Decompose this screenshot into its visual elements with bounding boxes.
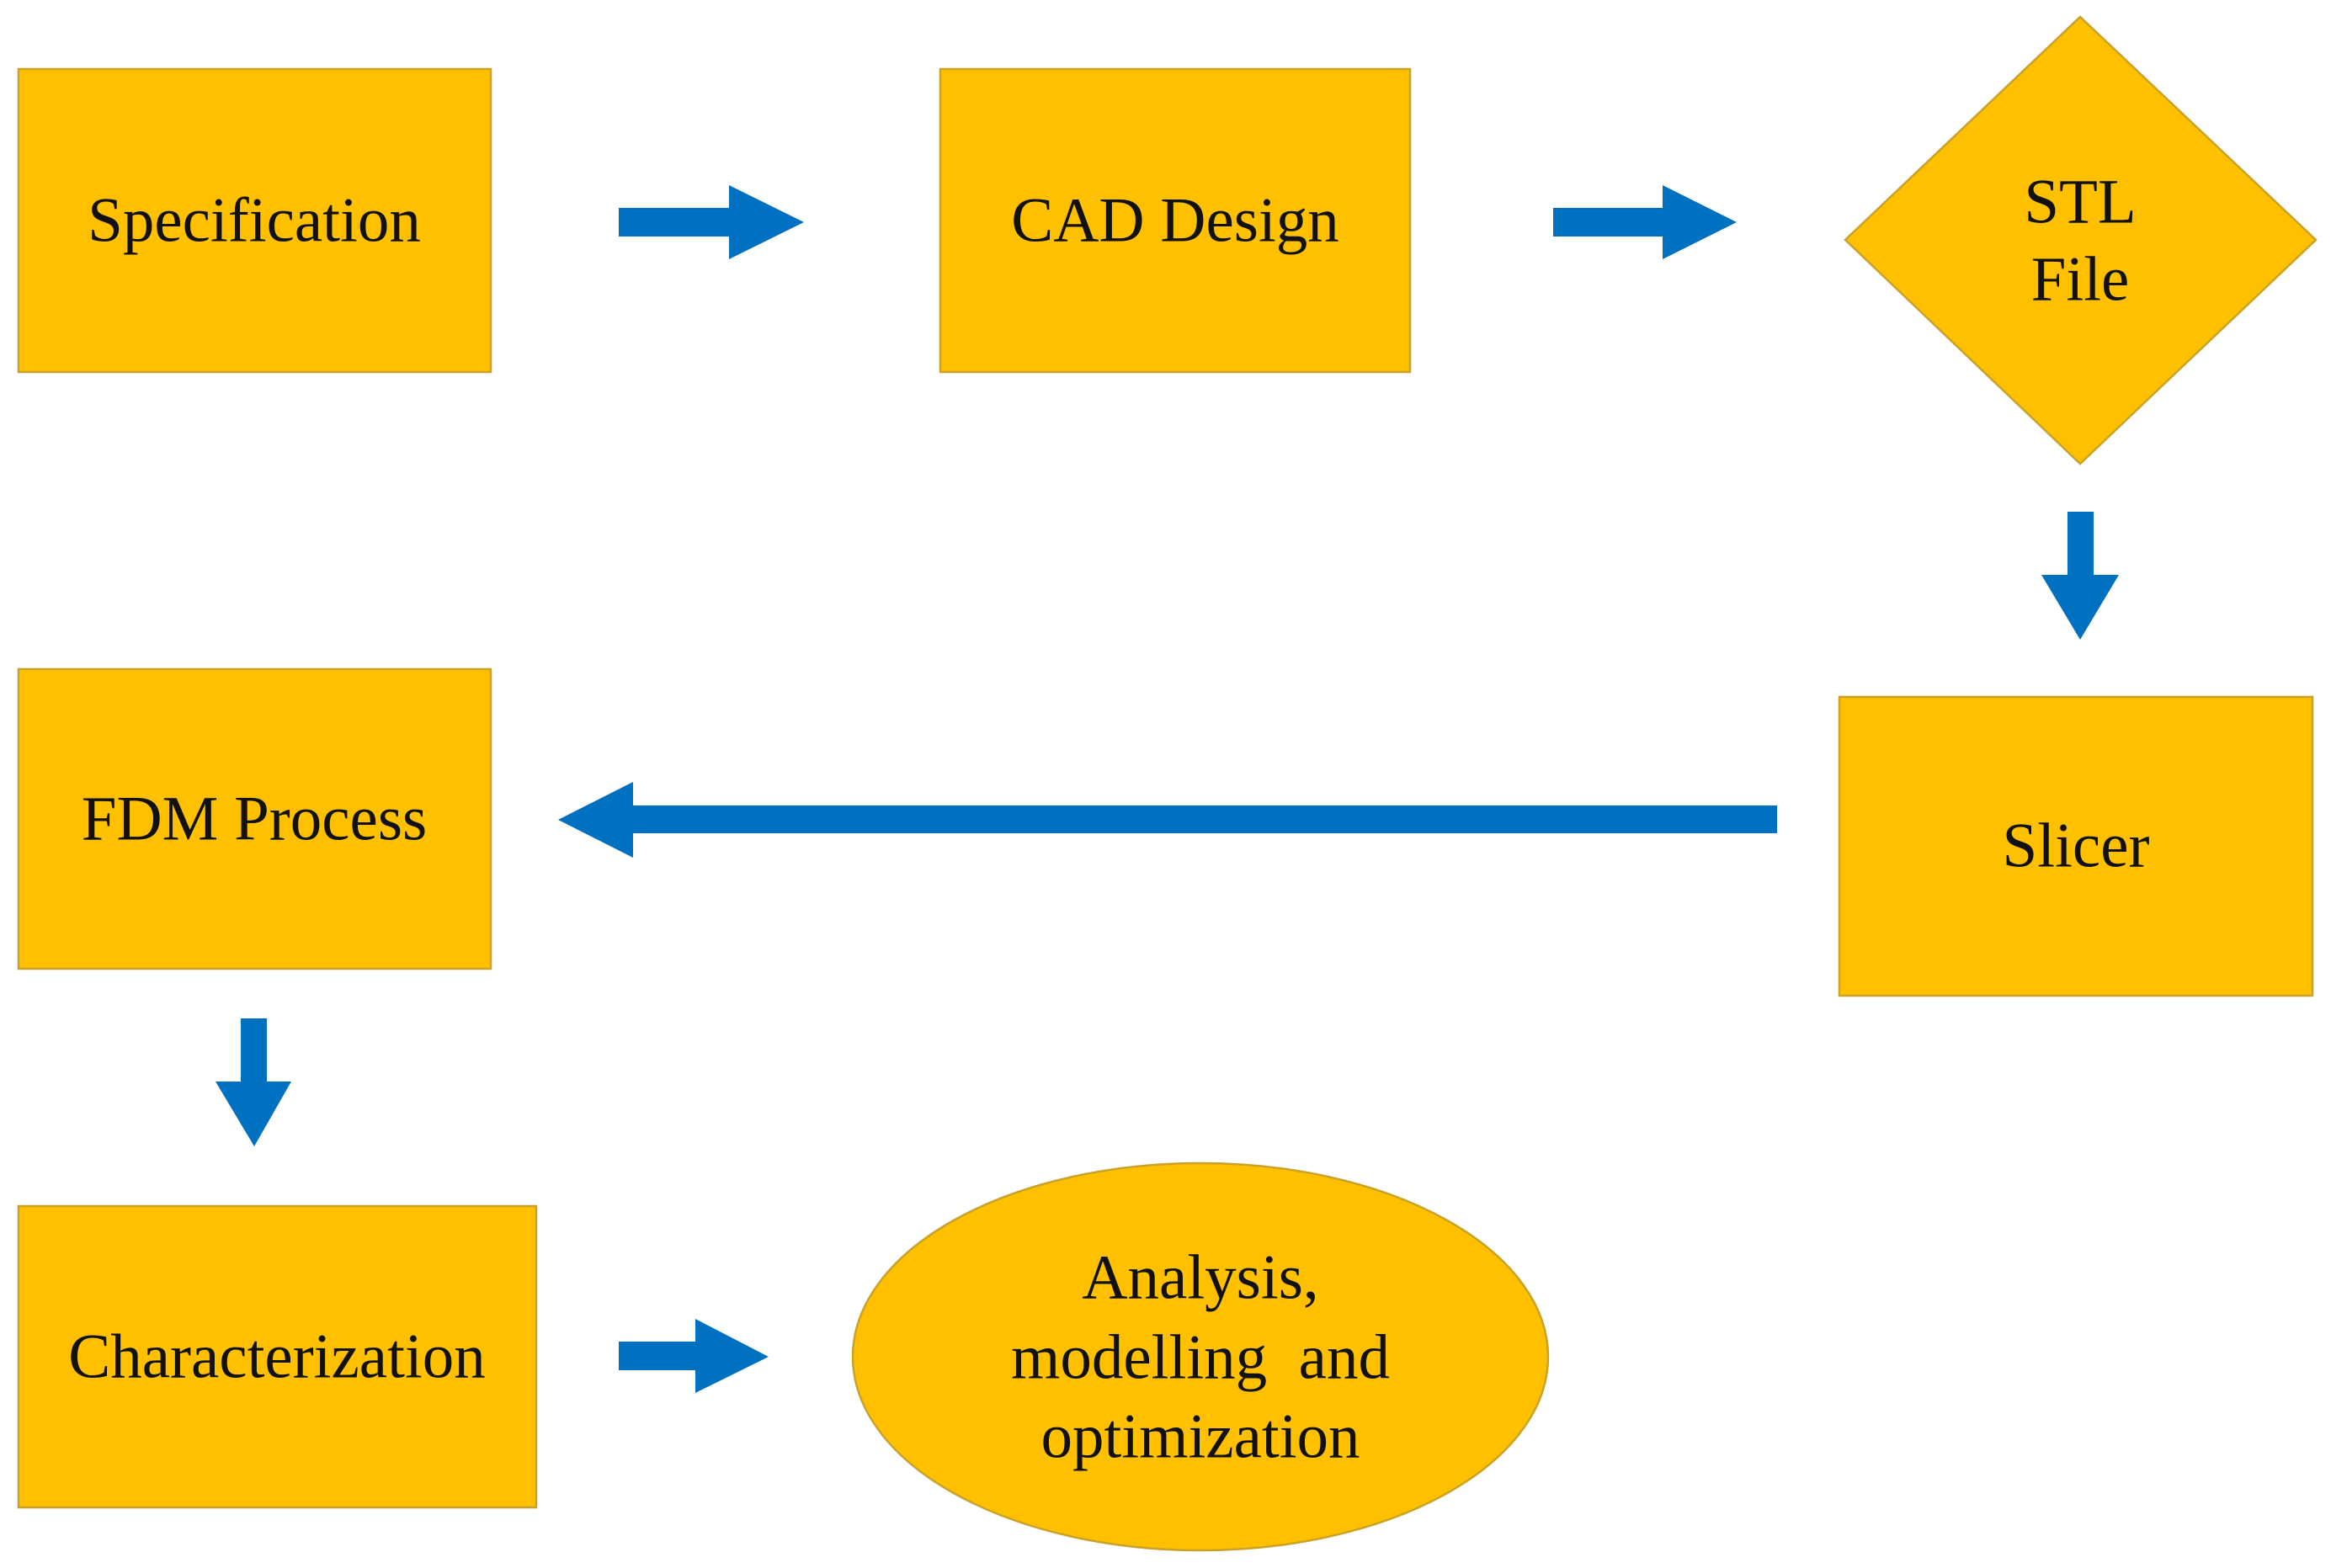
stl-file-label-line2: File xyxy=(2031,245,2130,315)
characterization-label: Characterization xyxy=(68,1322,486,1392)
slicer-node: Slicer xyxy=(1838,695,2314,997)
arrow-stl-to-slicer xyxy=(2041,512,2119,640)
fdm-process-label: FDM Process xyxy=(82,784,427,854)
specification-label: Specification xyxy=(88,186,421,256)
arrow-slicer-to-fdm xyxy=(558,782,1777,858)
analysis-label-line3: optimization xyxy=(1040,1402,1360,1472)
slicer-label: Slicer xyxy=(2003,811,2150,881)
characterization-node: Characterization xyxy=(17,1204,538,1509)
analysis-node: Analysis, modelling and optimization xyxy=(851,1161,1550,1552)
specification-node: Specification xyxy=(17,67,492,374)
analysis-label-line1: Analysis, xyxy=(1082,1243,1318,1313)
arrow-cad-to-stl xyxy=(1553,185,1737,259)
arrow-characterization-to-analysis xyxy=(619,1319,769,1393)
stl-file-node: STL File xyxy=(1844,15,2318,465)
cad-design-node: CAD Design xyxy=(939,67,1412,374)
arrow-specification-to-cad xyxy=(619,185,804,259)
analysis-label-line2: modelling and xyxy=(1011,1323,1390,1393)
fdm-process-node: FDM Process xyxy=(17,667,492,970)
cad-design-label: CAD Design xyxy=(1011,186,1339,256)
arrow-fdm-to-characterization xyxy=(216,1018,291,1146)
stl-file-label-line1: STL xyxy=(2024,167,2136,237)
